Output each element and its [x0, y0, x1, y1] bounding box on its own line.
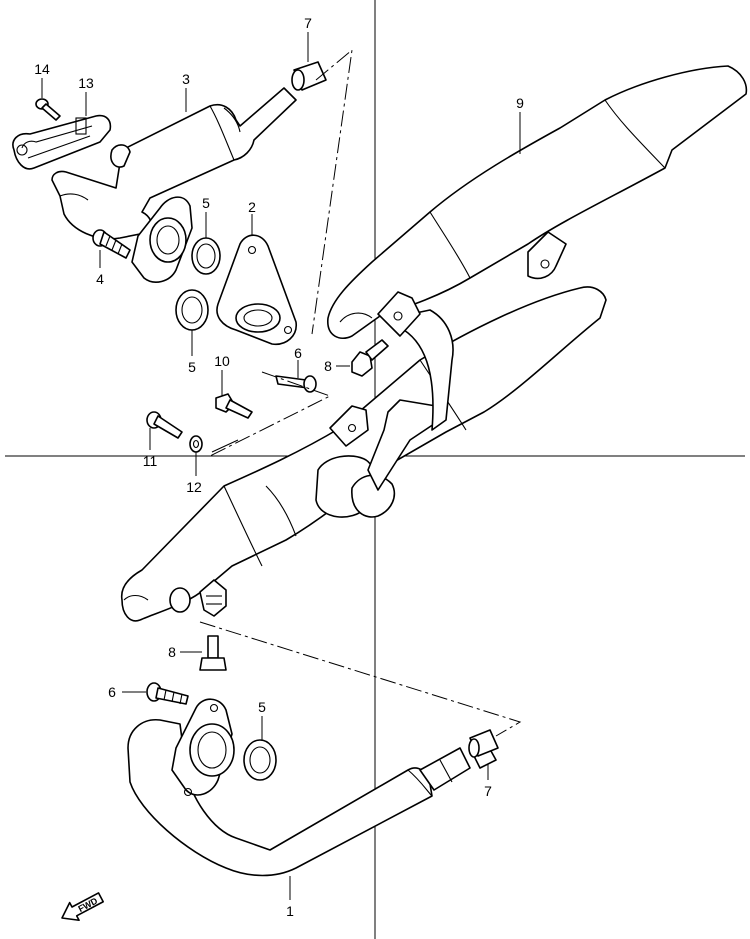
callout-3: 3 [182, 71, 190, 87]
assembly-reference-lines [199, 48, 522, 737]
part-14-screw [35, 98, 61, 121]
part-11-bolt [146, 411, 183, 439]
callout-13: 13 [78, 75, 94, 91]
callout-6-lower: 6 [108, 684, 116, 700]
callout-14: 14 [34, 61, 50, 77]
part-12-washer [189, 435, 203, 453]
callout-5-middle: 5 [188, 359, 196, 375]
part-9-upper-muffler [327, 65, 748, 340]
callout-2: 2 [248, 199, 256, 215]
callout-5-lower: 5 [258, 699, 266, 715]
callout-8-lower: 8 [168, 644, 176, 660]
callout-labels: 1 2 3 4 5 5 5 6 6 7 7 8 8 9 10 11 12 13 … [34, 15, 524, 919]
callout-4: 4 [96, 271, 104, 287]
callout-1: 1 [286, 903, 294, 919]
callout-8-upper: 8 [324, 358, 332, 374]
callout-12: 12 [186, 479, 202, 495]
part-5-gasket-upper [191, 237, 221, 275]
fwd-arrow-icon [61, 892, 104, 922]
part-8-bolt-upper [351, 339, 389, 377]
part-4-bolt [92, 229, 131, 259]
callout-6-upper: 6 [294, 345, 302, 361]
fwd-arrow: FWD [61, 892, 104, 922]
part-7-ring-bottom [468, 729, 499, 758]
callout-leaders [41, 32, 521, 900]
part-6-bolt-lower [146, 682, 189, 705]
callout-9: 9 [516, 95, 524, 111]
part-13-bracket [12, 114, 112, 170]
callout-5-upper: 5 [202, 195, 210, 211]
part-2-flange [216, 234, 297, 346]
callout-7-top: 7 [304, 15, 312, 31]
part-1-lower-exhaust-pipe [127, 698, 497, 877]
part-5-gasket-lower [243, 739, 277, 781]
callout-7-bottom: 7 [484, 783, 492, 799]
callout-10: 10 [214, 353, 230, 369]
part-8-bolt-lower [199, 635, 227, 671]
callout-11: 11 [143, 453, 158, 469]
part-5-gasket-middle [175, 289, 209, 331]
part-3-upper-exhaust-pipe [51, 87, 297, 283]
part-10-bolt [215, 393, 253, 419]
part-lower-muffler [120, 286, 607, 622]
part-7-ring-top [291, 61, 327, 91]
